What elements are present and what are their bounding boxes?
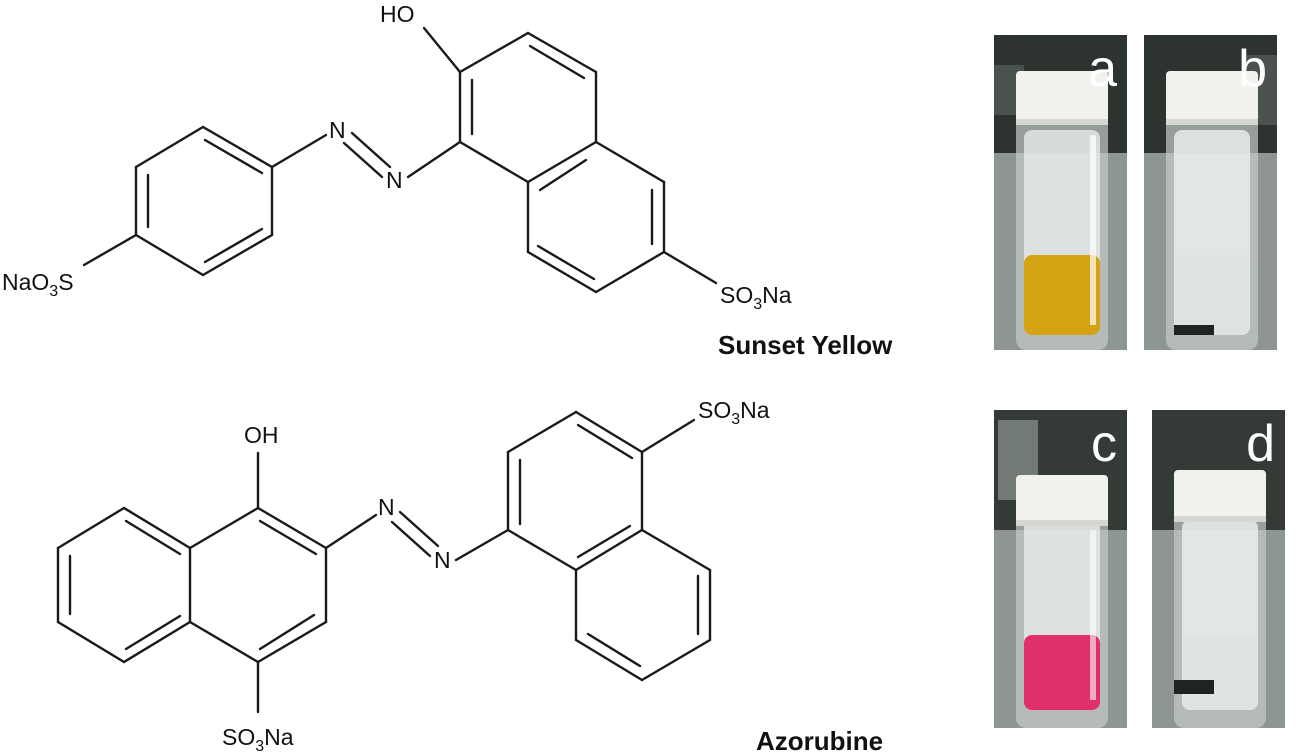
sunset-yellow-naphthalene: [458, 31, 666, 294]
panel-letter-c: c: [1091, 415, 1117, 473]
azorubine-structure: OH N N SO3Na SO3Na: [56, 397, 770, 755]
azorubine-sulfonate-bottom-label: SO3Na: [222, 724, 294, 755]
azorubine-azo-n1-label: N: [378, 494, 395, 520]
sunset-yellow-sulfonate-right-label: SO3Na: [720, 282, 792, 313]
sunset-yellow-structure: HO N N NaO3S SO3Na: [2, 1, 792, 313]
photo-panel-b: b: [1144, 35, 1277, 350]
sunset-yellow-sulfonate-left-label: NaO3S: [2, 269, 74, 300]
photo-panel-d: d: [1152, 410, 1285, 728]
sunset-yellow-azo-n2-label: N: [386, 167, 403, 193]
vial-liquid-a: [1024, 255, 1100, 335]
azorubine-azo-n2-label: N: [434, 547, 451, 573]
vial-liquid-d: [1182, 635, 1258, 710]
azorubine-name: Azorubine: [756, 726, 884, 755]
photo-panel-c: c: [994, 410, 1127, 728]
azorubine-left-naphthalene: [56, 506, 328, 664]
sunset-yellow-azo-n1-label: N: [329, 117, 346, 143]
panel-letter-b: b: [1238, 40, 1267, 98]
photo-panel-a: a: [994, 35, 1127, 350]
sunset-yellow-benzene-ring: [134, 125, 274, 277]
panel-letter-a: a: [1088, 40, 1117, 98]
panel-letter-d: d: [1246, 415, 1275, 473]
azorubine-sulfonate-top-label: SO3Na: [698, 397, 770, 428]
azorubine-hydroxyl-label: OH: [244, 422, 279, 448]
sunset-yellow-name: Sunset Yellow: [718, 330, 893, 360]
vial-liquid-c: [1024, 635, 1100, 710]
sunset-yellow-hydroxyl-label: HO: [380, 1, 415, 27]
vial-liquid-b: [1174, 255, 1250, 335]
azorubine-right-naphthalene: [506, 410, 712, 682]
